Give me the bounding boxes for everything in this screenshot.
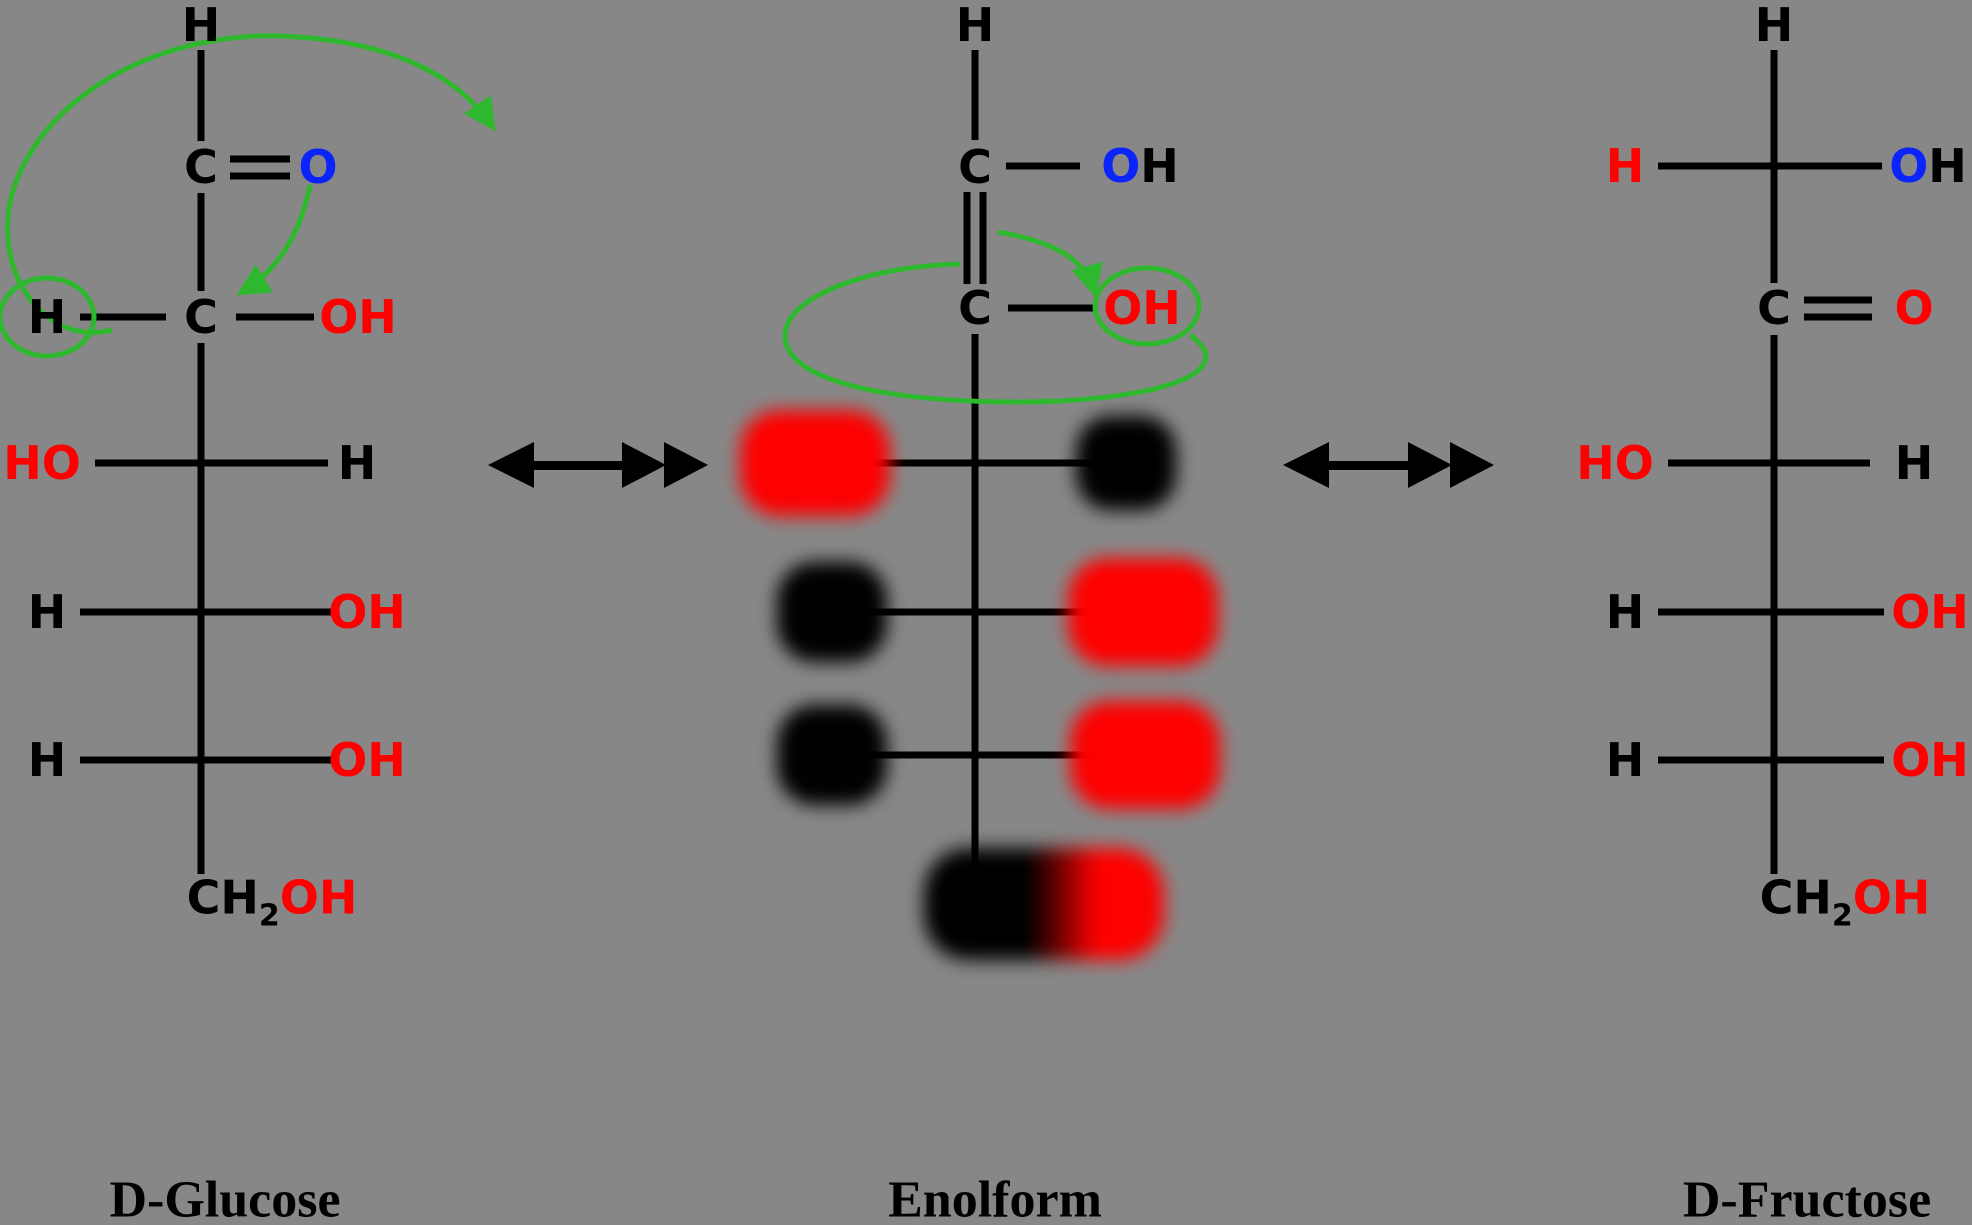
atom-ho: HO	[1576, 436, 1654, 490]
atom-ho: HO	[3, 436, 81, 490]
blurred-group-black-left-row5	[777, 705, 887, 805]
blurred-groups	[740, 410, 1220, 960]
atom-ch2oh: CH2OH	[187, 875, 358, 932]
blurred-group-black-left-row4	[777, 562, 887, 662]
atom-h: H	[27, 733, 67, 787]
atom-oh: OH	[1103, 281, 1181, 335]
blurred-group-black-red-bottom	[924, 848, 1164, 960]
atom-h: H	[1754, 0, 1794, 52]
atom-ch2oh-ch: CH	[1759, 870, 1832, 925]
atom-oh: OH	[1891, 733, 1969, 787]
green-circle-h-highlight	[0, 275, 97, 359]
blurred-group-black-right-row3	[1076, 416, 1176, 510]
atom-o-ketone: O	[1894, 281, 1934, 335]
green-annotations	[0, 33, 1209, 405]
blurred-group-red-right-row4	[1068, 558, 1218, 666]
atom-h: H	[1894, 436, 1934, 490]
atom-oh: OH	[328, 585, 406, 639]
atom-ch2oh-subscript: 2	[258, 898, 280, 934]
atom-oh-o: O	[1889, 139, 1929, 193]
atom-c: C	[184, 290, 218, 344]
atom-oh-h: H	[1140, 139, 1179, 193]
fructose-bonds	[1658, 50, 1884, 874]
atom-oh-mixed: OH	[1889, 143, 1967, 189]
molecule-label-enolform: Enolform	[888, 1171, 1102, 1225]
atom-ch2oh-subscript: 2	[1831, 898, 1853, 934]
glucose-bonds	[80, 50, 333, 874]
green-loop-arrow-glucose	[5, 33, 496, 335]
equilibrium-arrow-left	[488, 442, 708, 488]
green-circle-oh-highlight	[1092, 265, 1202, 347]
atom-h: H	[1605, 733, 1645, 787]
green-loop-enolform	[782, 261, 1209, 405]
atom-c: C	[958, 281, 992, 335]
atom-h-red: H	[1605, 139, 1645, 193]
atom-oh-h: H	[1928, 139, 1967, 193]
green-short-arrow-glucose	[236, 184, 313, 296]
atom-ch2oh-oh: OH	[279, 870, 358, 925]
atom-c: C	[1757, 281, 1791, 335]
blurred-group-red-left-row3	[740, 410, 890, 516]
atom-h-migrating: H	[27, 290, 67, 344]
atom-h: H	[1605, 585, 1645, 639]
atom-h: H	[337, 436, 377, 490]
atom-c: C	[184, 140, 218, 194]
atom-c: C	[958, 140, 992, 194]
molecule-label-glucose: D-Glucose	[109, 1171, 341, 1225]
atom-oh-mixed: OH	[1101, 143, 1179, 189]
atom-h: H	[955, 0, 995, 52]
equilibrium-arrow-right	[1283, 442, 1494, 488]
atom-oh: OH	[328, 733, 406, 787]
atom-oh: OH	[1891, 585, 1969, 639]
atom-ch2oh-ch: CH	[186, 870, 259, 925]
atom-ch2oh: CH2OH	[1760, 875, 1931, 932]
atom-h: H	[181, 0, 221, 52]
atom-o: O	[298, 140, 338, 194]
atom-h: H	[27, 585, 67, 639]
green-short-arrow-enolform	[997, 229, 1103, 298]
atom-oh-o: O	[1101, 139, 1141, 193]
blurred-group-red-right-row5	[1070, 701, 1220, 809]
molecule-label-fructose: D-Fructose	[1682, 1171, 1932, 1225]
atom-ch2oh-oh: OH	[1852, 870, 1931, 925]
atom-oh: OH	[319, 290, 397, 344]
